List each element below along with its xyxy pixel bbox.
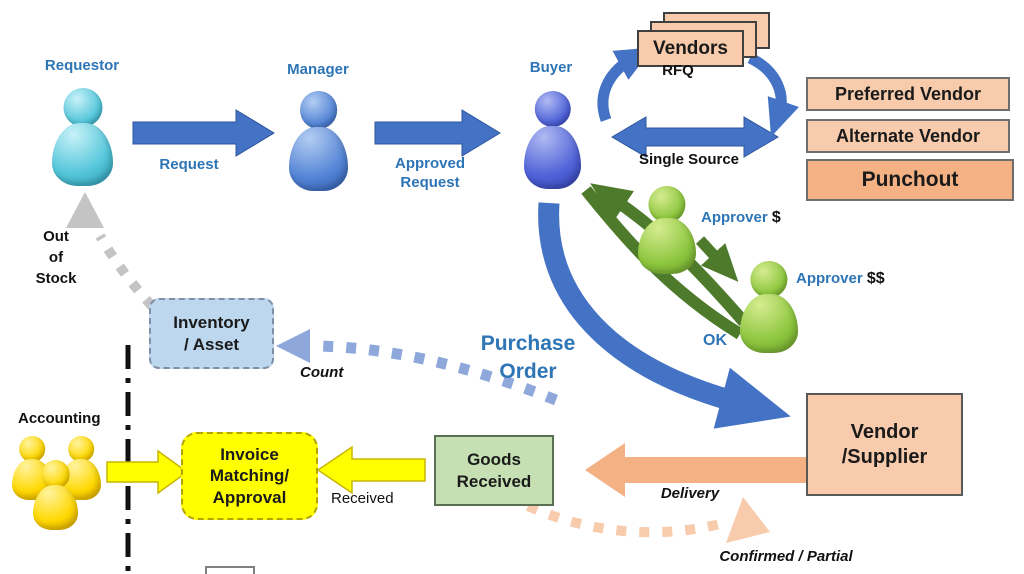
vendor-supplier-label: Vendor: [850, 420, 919, 443]
accounting-person-icon: [33, 460, 78, 530]
purchase-order-arc: [538, 202, 791, 429]
delivery-arrow: [585, 443, 830, 497]
approver1-to-approver2-arrow: [695, 236, 739, 282]
received-label: Received: [331, 490, 394, 507]
vendors-card: Vendors: [637, 30, 744, 67]
approver2-dollars: $$: [866, 270, 885, 287]
punchout-box: Punchout: [806, 159, 1014, 201]
manager-person-icon: [289, 91, 348, 191]
punchout-label: Punchout: [861, 167, 959, 191]
out-of-stock-line2: of: [48, 249, 64, 266]
vendor-supplier-label: /Supplier: [841, 445, 928, 468]
approved-request-flow-label: Approved Request: [395, 154, 465, 192]
purchase-order-label: Purchase Order: [481, 330, 576, 386]
invoice-matching-box: Invoice Matching/ Approval: [181, 432, 318, 520]
approver1-name: Approver: [701, 209, 768, 226]
confirmed-partial-label: Confirmed / Partial: [719, 548, 853, 565]
rfq-cycle-right-arc: [747, 53, 799, 137]
requestor-person-icon: [52, 88, 113, 186]
legend-box-partial: [205, 566, 255, 574]
inventory-asset-label: Inventory: [173, 313, 250, 333]
requestor-label: Requestor: [44, 57, 120, 74]
out-of-stock-dashed-arc: [95, 233, 156, 310]
alternate-vendor-label: Alternate Vendor: [835, 125, 981, 146]
invoice-matching-label: Invoice: [220, 445, 279, 465]
count-label: Count: [300, 364, 344, 381]
purchase-order-line1: Purchase: [480, 332, 576, 355]
approver1-person-icon: [638, 186, 696, 274]
purchase-order-line2: Order: [499, 360, 557, 383]
received-to-invoice-arrow: [316, 445, 426, 495]
delivery-label: Delivery: [660, 485, 720, 502]
out-of-stock-line3: Stock: [35, 270, 77, 287]
count-arrowhead: [276, 329, 310, 363]
approver1-label: Approver $: [701, 209, 781, 227]
alternate-vendor-box: Alternate Vendor: [806, 119, 1010, 153]
out-of-stock-line1: Out: [43, 228, 69, 245]
buyer-label: Buyer: [529, 59, 573, 76]
vendor-supplier-box: Vendor /Supplier: [806, 393, 963, 496]
single-source-label: Single Source: [638, 151, 740, 168]
confirmed-partial-dashed-arc: [525, 501, 722, 538]
approver2-person-icon: [740, 261, 798, 353]
approver1-dollar: $: [771, 209, 781, 226]
invoice-matching-label: Matching/: [209, 466, 290, 486]
request-flow-label: Request: [159, 156, 219, 173]
ok-label: OK: [703, 332, 727, 349]
rfq-label: RFQ: [662, 62, 694, 79]
approver2-name: Approver: [796, 270, 863, 287]
accounting-label: Accounting: [18, 410, 101, 427]
out-of-stock-label: Out of Stock: [36, 226, 77, 289]
inventory-asset-label: / Asset: [183, 334, 240, 354]
approved-request-arrow: [374, 109, 501, 157]
accounting-to-invoice-arrow: [106, 449, 189, 495]
manager-label: Manager: [287, 61, 349, 78]
preferred-vendor-label: Preferred Vendor: [834, 83, 982, 104]
rfq-cycle-left-arc: [597, 47, 654, 122]
buyer-person-icon: [524, 91, 581, 189]
preferred-vendor-box: Preferred Vendor: [806, 77, 1010, 111]
invoice-matching-label: Approval: [212, 487, 287, 507]
request-arrow: [132, 109, 275, 157]
goods-received-label: Received: [456, 471, 532, 491]
approved-request-line1: Approved: [394, 155, 466, 172]
goods-received-label: Goods: [467, 450, 521, 470]
approved-request-line2: Request: [400, 174, 460, 191]
approver2-label: Approver $$: [796, 270, 885, 288]
inventory-asset-box: Inventory / Asset: [149, 298, 274, 369]
goods-received-box: Goods Received: [434, 435, 554, 506]
out-of-stock-arrowhead: [66, 192, 104, 228]
vendors-label: Vendors: [653, 37, 728, 59]
single-source-arrow: [611, 116, 779, 158]
confirmed-partial-arrowhead: [726, 497, 770, 543]
